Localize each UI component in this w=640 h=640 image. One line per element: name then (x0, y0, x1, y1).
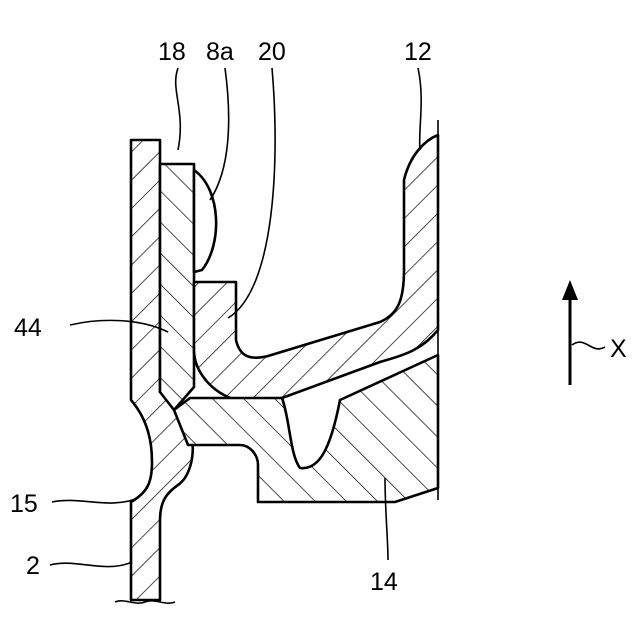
leader-8a (210, 68, 229, 200)
label-14: 14 (370, 568, 398, 596)
label-2: 2 (26, 552, 40, 580)
bead-8a (194, 170, 216, 272)
label-20: 20 (258, 38, 286, 66)
leader-18 (176, 68, 181, 150)
label-12: 12 (404, 38, 432, 66)
label-15: 15 (10, 490, 38, 518)
leader-12 (418, 68, 421, 150)
gasket-part-12 (194, 135, 438, 400)
leader-15 (52, 498, 138, 503)
leader-20 (228, 68, 275, 318)
leader-2 (50, 562, 132, 567)
leader-x (572, 342, 605, 349)
label-44: 44 (14, 314, 42, 342)
break-line (115, 601, 175, 603)
label-8a: 8a (206, 38, 234, 66)
arrow-head-icon (562, 280, 578, 300)
plate-part-18 (160, 164, 194, 410)
label-18: 18 (158, 38, 186, 66)
label-axis-x: X (610, 335, 627, 363)
